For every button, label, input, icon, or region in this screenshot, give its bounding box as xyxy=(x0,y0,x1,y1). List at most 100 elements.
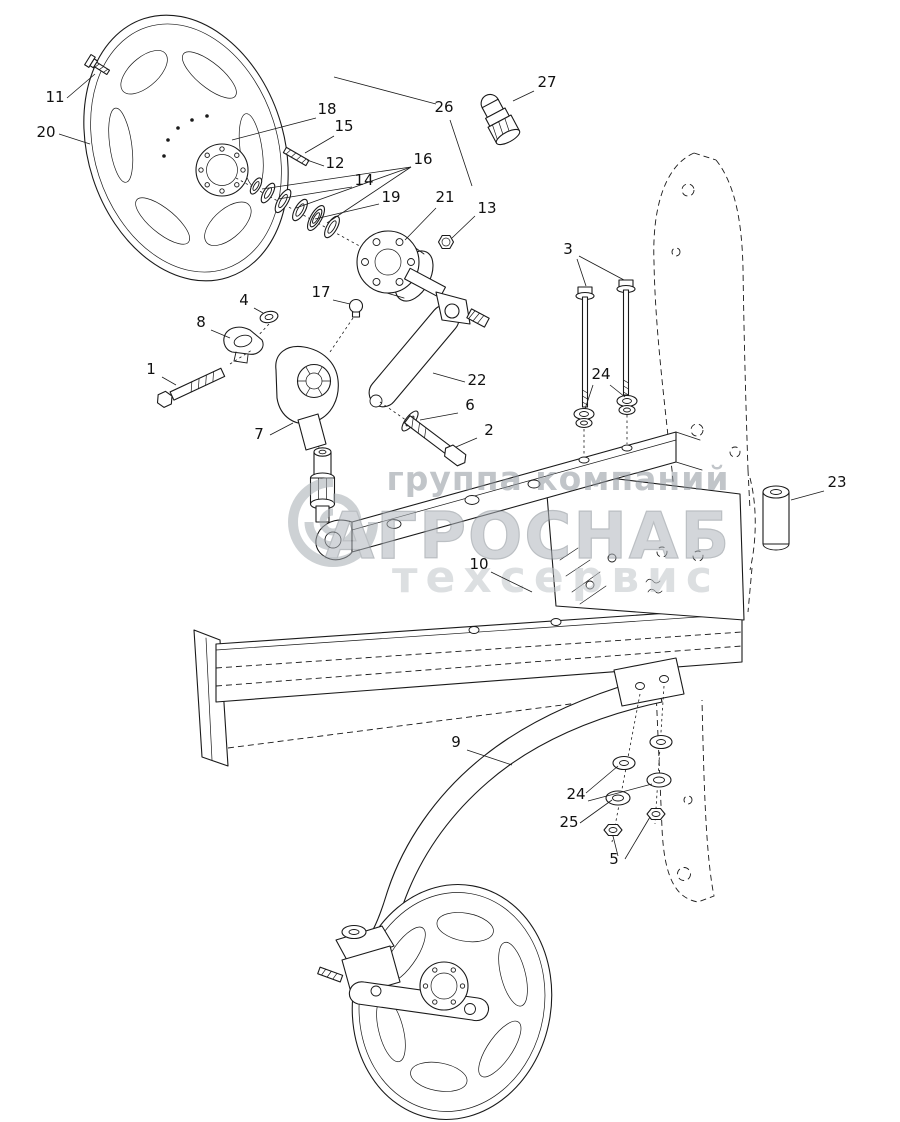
disc-outer-edge xyxy=(51,0,321,308)
leader-line-24 xyxy=(584,384,594,410)
watermark-logo xyxy=(288,477,378,567)
frame-hole xyxy=(690,423,704,437)
bar-hole xyxy=(621,444,633,452)
leader-line-13 xyxy=(451,215,476,239)
watermark-company-suffix: техсервис xyxy=(392,552,720,603)
callout-4: 4 xyxy=(239,291,249,309)
leader-line-11 xyxy=(66,73,96,99)
callout-2: 2 xyxy=(484,421,494,439)
plate-hole xyxy=(635,682,645,690)
knuckle-stem xyxy=(297,413,327,451)
bolt-3-left xyxy=(575,286,595,408)
bolt-shaft xyxy=(169,367,226,401)
watermark-company-name: АГРОСНАБ xyxy=(325,500,731,574)
leader-line-24 xyxy=(609,384,626,398)
hub-21 xyxy=(356,230,447,302)
leader-line-8 xyxy=(210,329,231,339)
washers-24-upper xyxy=(573,394,638,455)
callout-16: 16 xyxy=(413,150,432,168)
spacer-body xyxy=(762,491,790,545)
hardware-cluster-lower xyxy=(603,685,673,843)
hub-shaft xyxy=(403,267,447,299)
plate-hole xyxy=(692,550,704,562)
bar-hole xyxy=(578,456,590,464)
leader-line-25 xyxy=(579,799,613,824)
callout-15: 15 xyxy=(334,117,353,135)
link-hole xyxy=(370,985,382,997)
callout-11: 11 xyxy=(45,88,64,106)
leader-line-12 xyxy=(306,159,325,167)
leader-line-9 xyxy=(466,749,513,766)
screw-11 xyxy=(84,54,111,76)
mounting-plate xyxy=(544,469,745,621)
arm-pivot xyxy=(444,303,460,319)
washer-16a xyxy=(260,182,276,204)
nut-13 xyxy=(437,234,455,250)
arm-mount-plate xyxy=(613,657,685,707)
bar-hole xyxy=(464,495,480,505)
leader-line-16 xyxy=(295,166,412,209)
leader-line-4 xyxy=(253,307,264,314)
leader-line-2 xyxy=(455,437,478,448)
bolt-shaft xyxy=(581,296,589,408)
bar-hole xyxy=(527,479,541,489)
leader-line-16 xyxy=(261,166,412,190)
leader-line-10 xyxy=(490,571,533,593)
leader-line-19 xyxy=(314,203,380,220)
arm-hole xyxy=(369,394,383,408)
callout-17: 17 xyxy=(311,283,330,301)
nut-4 xyxy=(255,310,279,339)
washer-19a xyxy=(292,198,308,222)
leader-line-6 xyxy=(419,412,459,421)
leader-line-24 xyxy=(587,783,653,802)
leader-line-1 xyxy=(161,376,177,386)
disc-petal-hole xyxy=(179,43,240,107)
clamp-8 xyxy=(223,326,264,364)
disc-petal-hole xyxy=(115,42,173,103)
bolt-shaft xyxy=(622,289,630,396)
callout-20: 20 xyxy=(36,123,55,141)
bolt-2 xyxy=(404,415,467,467)
callout-22: 22 xyxy=(467,371,486,389)
disc-petal-hole xyxy=(199,193,257,254)
callout-12: 12 xyxy=(325,154,344,172)
leader-line-5 xyxy=(612,835,619,857)
disc-inner-edge xyxy=(60,0,312,297)
leader-line-5 xyxy=(624,816,651,860)
disc-petal-hole xyxy=(472,1014,528,1084)
callout-9: 9 xyxy=(451,733,461,751)
leader-line-22 xyxy=(432,372,466,383)
disc-20 xyxy=(51,0,321,308)
bolt-head xyxy=(444,444,467,467)
link-hole xyxy=(464,1003,476,1015)
roll-pin-15 xyxy=(282,146,310,167)
callout-23: 23 xyxy=(827,473,846,491)
frame-hidden-upper xyxy=(653,152,756,626)
disc-petal-hole xyxy=(105,108,136,183)
beam-hole xyxy=(550,618,562,626)
callout-14: 14 xyxy=(354,171,373,189)
crank-arm-22 xyxy=(368,291,490,449)
bolt-3-right xyxy=(616,279,636,396)
leader-line-27 xyxy=(512,90,535,102)
lower-link-arm xyxy=(348,981,490,1022)
leader-line-26 xyxy=(333,76,437,105)
grease-fitting-27 xyxy=(480,93,521,146)
callout-21: 21 xyxy=(435,188,454,206)
lower-disc-assembly xyxy=(317,869,570,1122)
callout-8: 8 xyxy=(196,313,206,331)
callout-24: 24 xyxy=(566,785,585,803)
main-beam xyxy=(193,607,743,767)
disc-hub xyxy=(195,143,249,197)
frame-hidden-lower xyxy=(655,689,715,903)
disc-petal-hole xyxy=(493,938,533,1011)
frame-hole xyxy=(729,446,741,458)
leader-line-3 xyxy=(576,258,587,287)
leader-line-16 xyxy=(326,166,412,224)
leader-line-24 xyxy=(585,765,619,794)
frame-hole xyxy=(683,795,693,805)
callout-10: 10 xyxy=(469,555,488,573)
bearing-19b xyxy=(306,205,326,231)
